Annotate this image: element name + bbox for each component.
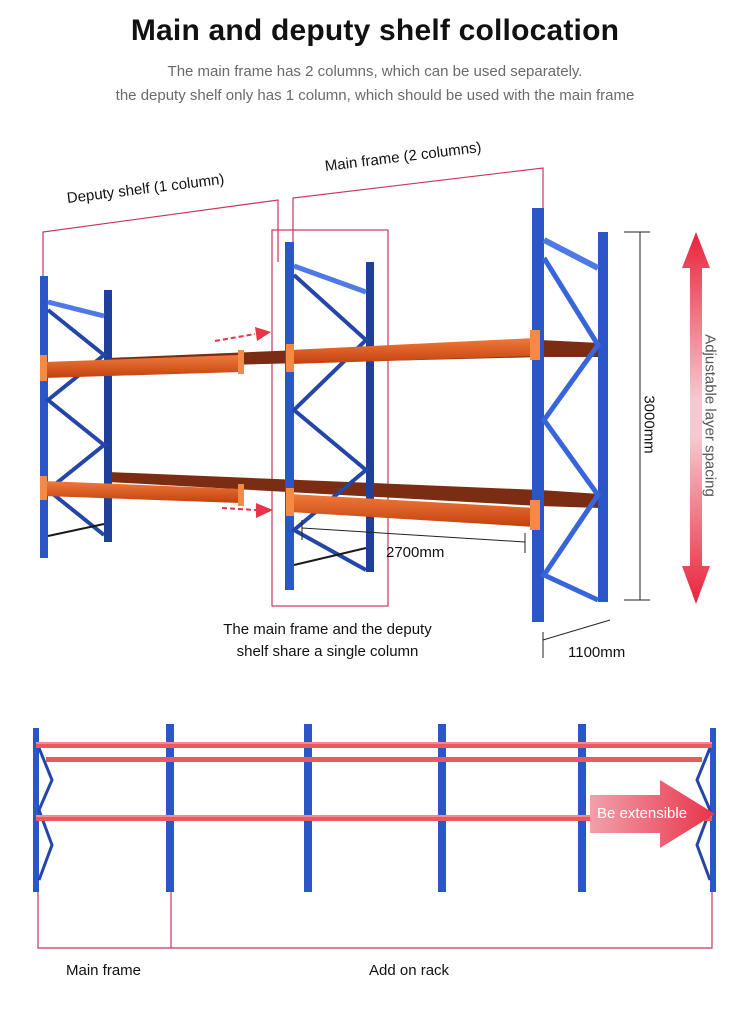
length-dimension-label: 2700mm	[386, 544, 445, 561]
length-dimension	[301, 520, 526, 553]
height-dimension-label: 3000mm	[640, 395, 658, 454]
adjustable-spacing-arrow	[682, 232, 710, 604]
deputy-callout-line	[42, 199, 279, 280]
shared-column-note-line-1: The main frame and the deputy	[223, 621, 432, 638]
subtitle-line-1: The main frame has 2 columns, which can …	[167, 63, 583, 80]
right-frame	[532, 208, 608, 622]
extended-rack	[33, 724, 716, 892]
height-dimension	[624, 231, 650, 601]
main-callout-line	[292, 167, 544, 262]
depth-dimension-label: 1100mm	[568, 644, 626, 661]
add-on-rack-label: Add on rack	[369, 962, 450, 979]
adjustable-spacing-label: Adjustable layer spacing	[701, 334, 719, 497]
middle-frame	[285, 242, 374, 590]
front-beams	[40, 330, 540, 530]
deputy-frame	[40, 276, 112, 558]
depth-dimension	[542, 619, 611, 658]
be-extensible-label: Be extensible	[597, 805, 688, 822]
insert-arrow-top	[214, 327, 271, 342]
lower-bracket-lines	[37, 892, 713, 949]
page-title: Main and deputy shelf collocation	[130, 14, 620, 47]
shared-column-note-line-2: shelf share a single column	[236, 643, 419, 660]
insert-arrow-bottom	[221, 503, 273, 518]
subtitle-line-2: the deputy shelf only has 1 column, whic…	[115, 87, 635, 104]
main-frame-bottom-label: Main frame	[66, 962, 142, 979]
extensible-arrow	[590, 780, 715, 848]
shared-column-box	[271, 229, 389, 607]
